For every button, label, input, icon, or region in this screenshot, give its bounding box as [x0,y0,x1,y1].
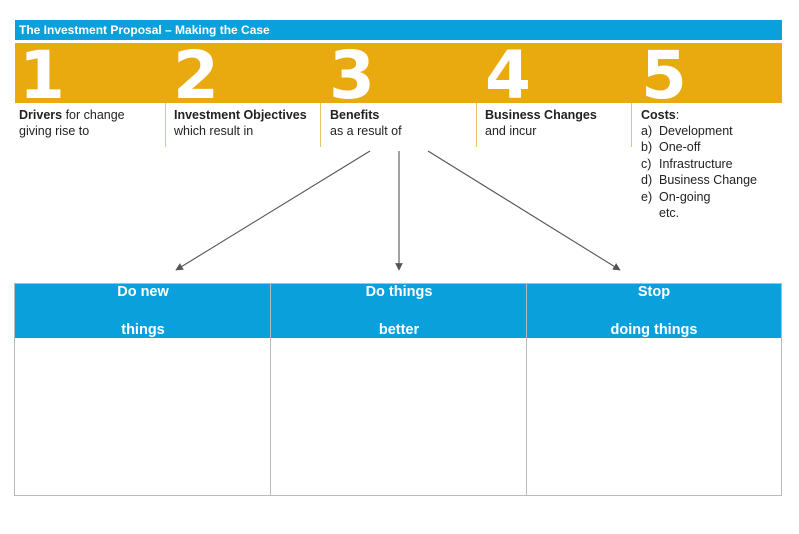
list-item: d)Business Change [641,173,757,188]
step-5-number: 5 [641,43,687,103]
column-body [15,338,271,495]
list-item: etc. [659,206,680,221]
step-3-text: Benefits as a result of [326,107,476,139]
step-1-number: 1 [19,43,65,103]
step-5-heading: Costs [641,108,676,122]
step-2-number: 2 [173,43,219,103]
step-2-text: Investment Objectives which result in [170,107,320,139]
list-item: b)One-off [641,140,701,155]
step-separator [631,103,632,147]
step-separator [476,103,477,147]
step-5-heading-rest: : [675,108,680,122]
step-1-text: Drivers for change giving rise to [15,107,165,139]
column-body [271,338,527,495]
step-1-heading-rest: for change [62,108,125,122]
costs-list: a)Development b)One-off c)Infrastructure… [641,123,787,221]
step-3-line2: as a result of [330,124,402,138]
step-separator [165,103,166,147]
arrow-right [427,150,621,271]
title-bar: The Investment Proposal – Making the Cas… [15,20,782,40]
step-4-heading: Business Changes [485,108,597,122]
page-title: The Investment Proposal – Making the Cas… [19,23,270,37]
step-4-number: 4 [485,43,531,103]
column-divider [526,284,527,495]
step-1-heading: Drivers [19,108,63,122]
step-5-text: Costs: a)Development b)One-off c)Infrast… [637,107,787,221]
step-1-line2: giving rise to [19,124,90,138]
arrow-left [175,150,371,271]
column-divider [270,284,271,495]
list-item: c)Infrastructure [641,156,733,171]
step-separator [320,103,321,147]
steps-band: 1 2 3 4 5 [15,43,782,103]
step-3-number: 3 [329,43,375,103]
step-4-line2: and incur [485,124,537,138]
column-body [527,338,781,495]
list-item: e)On-going [641,189,711,204]
step-2-heading: Investment Objectives [174,108,307,122]
step-3-heading: Benefits [330,108,380,122]
step-2-line2: which result in [174,124,254,138]
step-4-text: Business Changes and incur [481,107,631,139]
list-item: a)Development [641,124,733,138]
